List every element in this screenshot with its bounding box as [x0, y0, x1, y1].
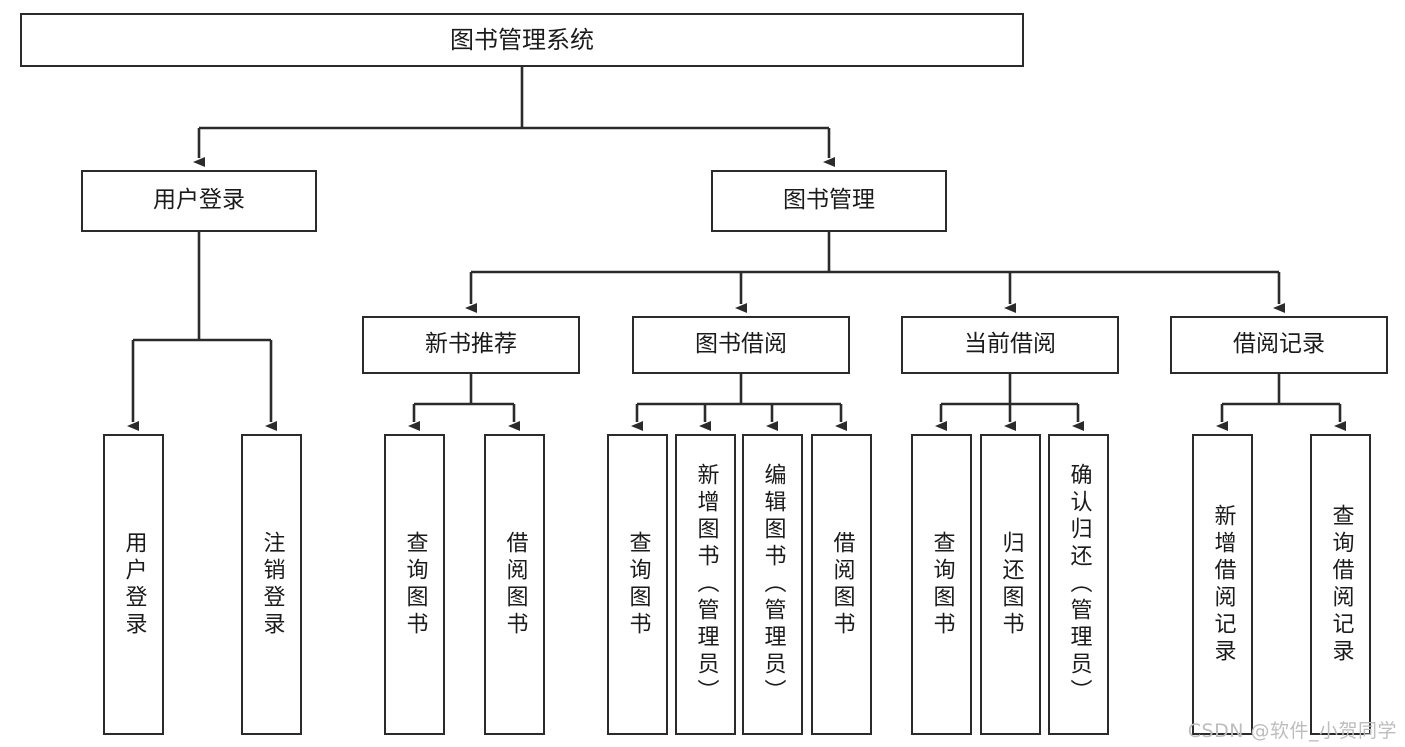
node-label: 编辑图书（管理员）	[760, 463, 786, 706]
leaf-current-query-book[interactable]: 查询图书	[911, 434, 972, 735]
node-label: 借阅图书	[502, 530, 528, 639]
node-borrow-record[interactable]: 借阅记录	[1170, 316, 1388, 374]
node-label: 新增借阅记录	[1210, 503, 1236, 666]
leaf-new-book-query[interactable]: 查询图书	[384, 434, 445, 735]
node-book-borrow[interactable]: 图书借阅	[632, 316, 850, 374]
node-label: 查询图书	[929, 530, 955, 639]
node-label: 图书管理系统	[450, 25, 594, 54]
node-label: 借阅记录	[1233, 331, 1325, 358]
leaf-borrow-borrow-book[interactable]: 借阅图书	[811, 434, 872, 735]
leaf-current-confirm-return-admin[interactable]: 确认归还（管理员）	[1048, 434, 1109, 735]
leaf-user-login-login[interactable]: 用户登录	[103, 434, 164, 735]
leaf-new-book-borrow[interactable]: 借阅图书	[484, 434, 545, 735]
node-label: 图书管理	[783, 187, 875, 214]
leaf-borrow-add-book-admin[interactable]: 新增图书（管理员）	[675, 434, 736, 735]
node-user-login[interactable]: 用户登录	[81, 170, 317, 232]
node-root-system[interactable]: 图书管理系统	[20, 13, 1024, 67]
leaf-borrow-edit-book-admin[interactable]: 编辑图书（管理员）	[742, 434, 803, 735]
leaf-record-add-record[interactable]: 新增借阅记录	[1192, 434, 1253, 735]
node-current-borrow[interactable]: 当前借阅	[901, 316, 1119, 374]
node-label: 查询图书	[625, 530, 651, 639]
leaf-record-query-record[interactable]: 查询借阅记录	[1310, 434, 1371, 735]
node-book-management[interactable]: 图书管理	[711, 170, 947, 232]
leaf-borrow-query-book[interactable]: 查询图书	[607, 434, 668, 735]
node-label: 借阅图书	[829, 530, 855, 639]
leaf-current-return-book[interactable]: 归还图书	[980, 434, 1041, 735]
node-label: 注销登录	[259, 530, 285, 639]
node-label: 查询借阅记录	[1328, 503, 1354, 666]
node-label: 当前借阅	[964, 331, 1056, 358]
node-label: 新增图书（管理员）	[693, 463, 719, 706]
node-label: 确认归还（管理员）	[1066, 463, 1092, 706]
node-label: 查询图书	[402, 530, 428, 639]
node-label: 新书推荐	[425, 331, 517, 358]
leaf-user-login-logout[interactable]: 注销登录	[241, 434, 302, 735]
node-label: 用户登录	[121, 530, 147, 639]
node-label: 用户登录	[153, 187, 245, 214]
node-label: 归还图书	[998, 530, 1024, 639]
node-label: 图书借阅	[695, 331, 787, 358]
node-new-book-recommend[interactable]: 新书推荐	[362, 316, 580, 374]
